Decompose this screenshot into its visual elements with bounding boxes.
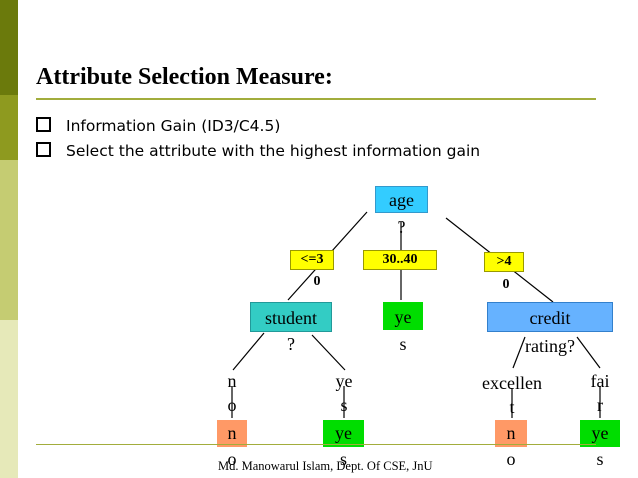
root-node-age [375, 186, 428, 213]
bullet-item: Information Gain (ID3/C4.5) [36, 117, 280, 135]
branch-label-middle-text: 30..40 [382, 252, 418, 267]
bullet-item: Select the attribute with the highest in… [36, 142, 480, 160]
sidebar-band-pale [0, 320, 18, 478]
bullet-square-icon [36, 117, 51, 132]
leaf-yes-middle [383, 302, 423, 330]
student-node-label-cont: ? [287, 334, 295, 354]
edge-student-no [232, 332, 265, 371]
bullet-text: Select the attribute with the highest in… [66, 142, 481, 160]
branch-label-young-text-cont: 0 [313, 274, 321, 289]
leaf-no-student-label: n [227, 423, 237, 443]
branch-label-fair-cont: r [597, 395, 603, 415]
leaf-yes-student [323, 420, 364, 447]
bullet-square-icon [36, 142, 51, 157]
branch-label-senior-text: >4 [496, 254, 512, 269]
bullet-text: Information Gain (ID3/C4.5) [66, 117, 281, 135]
slide-sidebar [0, 0, 18, 478]
branch-label-yes-cont: s [340, 395, 348, 415]
title-rule [36, 98, 596, 100]
credit-rating-node-label: credit [529, 308, 571, 328]
slide-footer: Md. Manowarul Islam, Dept. Of CSE, JnU [218, 459, 433, 473]
student-node [250, 302, 332, 332]
branch-label-senior [484, 252, 524, 272]
edge-credit-fair [576, 336, 601, 369]
branch-label-excellent-cont: t [509, 397, 515, 417]
leaf-no-student [217, 420, 247, 447]
branch-label-fair: fai [590, 371, 610, 391]
sidebar-band-mid [0, 95, 18, 160]
leaf-yes-credit [580, 420, 620, 447]
branch-label-no: n [227, 371, 237, 391]
leaf-yes-credit-label-cont: s [596, 449, 604, 469]
credit-rating-node-label-cont: rating? [525, 336, 575, 356]
slide-title: Attribute Selection Measure: [36, 64, 333, 90]
edge-student-yes [311, 334, 346, 371]
credit-rating-node [487, 302, 613, 332]
leaf-yes-credit-label: ye [591, 423, 609, 443]
leaf-yes-student-label-cont: s [339, 449, 347, 469]
leaf-yes-middle-label: ye [394, 307, 412, 327]
leaf-no-credit-label-cont: o [506, 449, 516, 469]
leaf-yes-middle-label-cont: s [399, 334, 407, 354]
footer-rule [36, 444, 596, 445]
sidebar-band-light [0, 160, 18, 320]
branch-label-excellent: excellen [482, 373, 542, 393]
branch-label-no-cont: o [227, 395, 237, 415]
sidebar-band-dark [0, 0, 18, 95]
leaf-no-student-label-cont: o [227, 449, 237, 469]
leaf-no-credit [495, 420, 527, 447]
root-node-label-cont: ? [397, 217, 406, 237]
leaf-no-credit-label: n [506, 423, 516, 443]
student-node-label: student [265, 308, 317, 328]
branch-label-middle [363, 250, 437, 270]
branch-label-young [290, 250, 334, 270]
edge-credit-excellent [512, 336, 526, 369]
branch-label-young-text: <=3 [300, 252, 324, 267]
branch-label-yes: ye [335, 371, 353, 391]
root-node-label: age [389, 190, 414, 210]
leaf-yes-student-label: ye [335, 423, 352, 443]
branch-label-senior-text-cont: 0 [502, 277, 510, 292]
